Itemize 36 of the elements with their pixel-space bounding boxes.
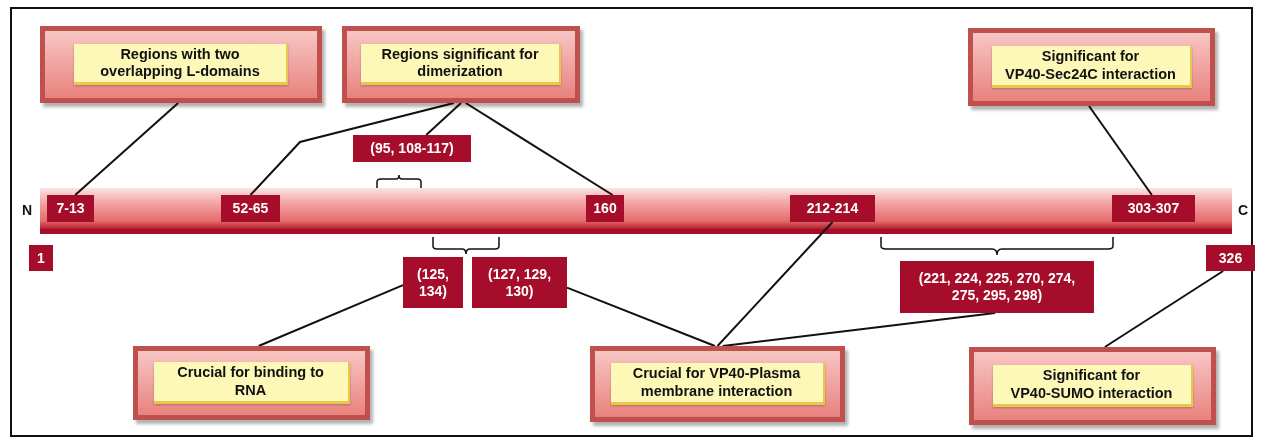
residue-tag: (221, 224, 225, 270, 274, 275, 295, 298) (900, 261, 1094, 313)
callout-box (968, 28, 1215, 106)
connector-line (1103, 270, 1225, 348)
callout-box (40, 26, 322, 103)
callout-box (342, 26, 580, 103)
callout-text: Significant for VP40-Sec24C interaction (991, 46, 1192, 88)
residue-tag: 7-13 (47, 195, 94, 222)
connector-line (1088, 105, 1153, 196)
residue-tag: 212-214 (790, 195, 875, 222)
connector-line (716, 221, 834, 347)
connector-line (464, 102, 614, 196)
connector-line (721, 312, 997, 347)
residue-tag: 160 (586, 195, 624, 222)
protein-bar (40, 188, 1232, 234)
callout-box (590, 346, 845, 422)
terminus-label: N (22, 202, 33, 218)
residue-tag: 1 (29, 245, 53, 271)
residue-tag: 52-65 (221, 195, 280, 222)
connector-line (249, 102, 455, 196)
residue-tag: 326 (1206, 245, 1255, 271)
residue-tag: 303-307 (1112, 195, 1195, 222)
residue-tag: (127, 129, 130) (472, 257, 567, 308)
callout-text: Regions significant for dimerization (361, 43, 561, 86)
callout-box (969, 347, 1216, 425)
callout-text: Regions with two overlapping L-domains (74, 43, 288, 86)
connector-line (425, 102, 462, 136)
callout-text: Crucial for binding to RNA (153, 362, 350, 404)
connector-line (257, 284, 404, 347)
connector-line (566, 286, 716, 347)
terminus-label: C (1238, 202, 1249, 218)
residue-tag: (95, 108-117) (353, 135, 471, 162)
callout-text: Significant for VP40-SUMO interaction (992, 365, 1193, 407)
callout-text: Crucial for VP40-Plasma membrane interaction (610, 363, 825, 405)
residue-tag: (125, 134) (403, 257, 463, 308)
connector-line (74, 102, 180, 196)
callout-box (133, 346, 370, 420)
